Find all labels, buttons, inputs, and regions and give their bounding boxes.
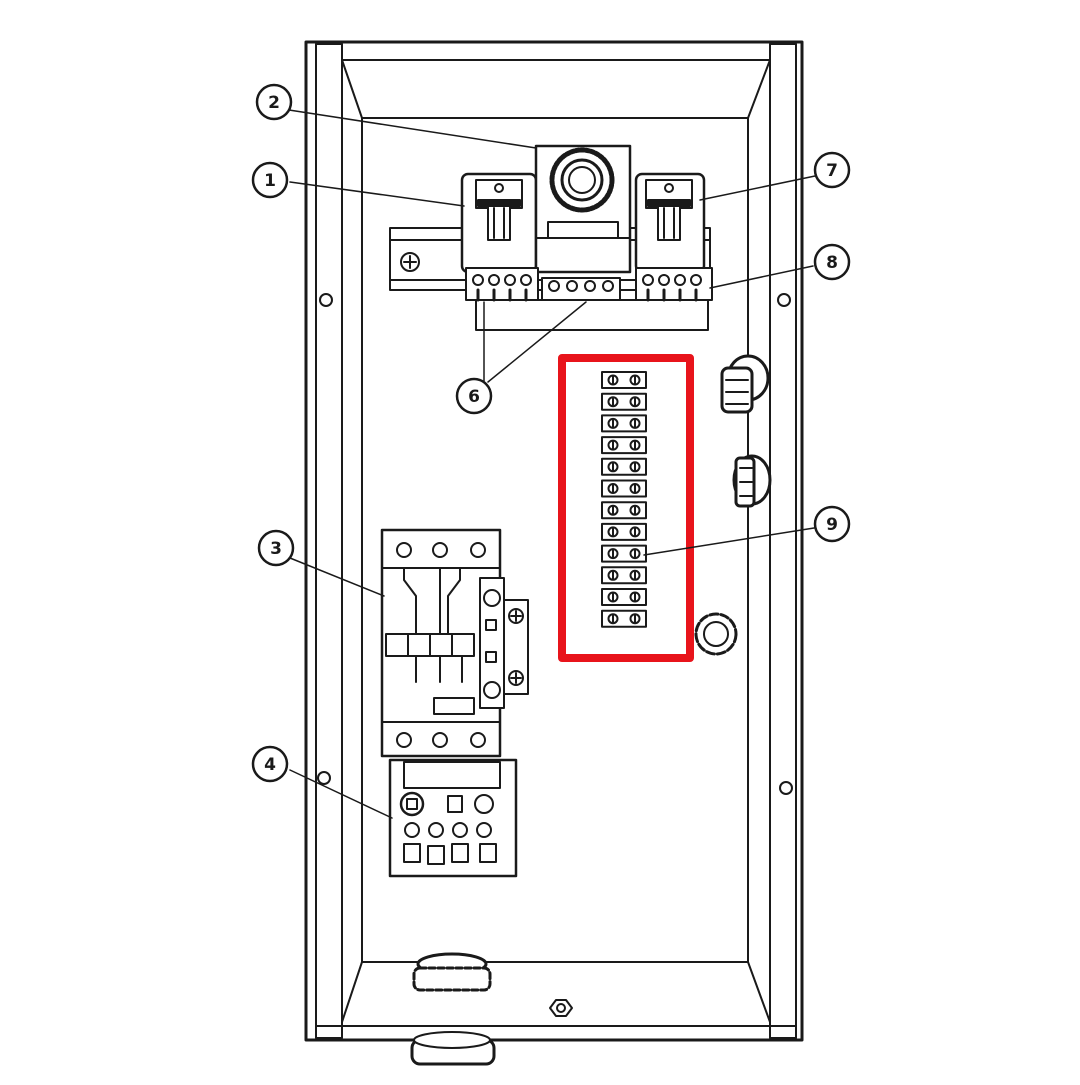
callout-label: 2 <box>268 93 280 113</box>
callout-label: 3 <box>270 539 282 559</box>
terminal-position <box>601 609 647 628</box>
callout-1: 1 <box>251 161 289 199</box>
rotary-timer <box>534 144 632 274</box>
callout-label: 9 <box>826 515 838 535</box>
terminal-position <box>601 566 647 585</box>
callouts: 1 2 3 4 6 7 8 9 <box>251 83 851 783</box>
contactor <box>380 528 529 758</box>
cable-gland-upper <box>720 354 770 414</box>
callout-label: 4 <box>264 755 276 775</box>
din-terminal-blocks <box>465 267 713 302</box>
callout-label: 1 <box>264 171 276 191</box>
bottom-gland-inner <box>412 952 492 992</box>
terminal-position <box>601 544 647 563</box>
terminal-position <box>601 392 647 411</box>
callout-label: 8 <box>826 253 838 273</box>
terminal-position <box>601 501 647 520</box>
terminal-position <box>601 436 647 455</box>
terminal-position <box>601 414 647 433</box>
callout-3: 3 <box>257 529 295 567</box>
terminal-strip <box>601 371 647 628</box>
aux-screw-icon <box>508 608 524 624</box>
cable-gland-middle <box>732 454 772 508</box>
leader-lines <box>288 109 816 819</box>
relay-right <box>634 172 706 274</box>
terminal-position <box>601 479 647 498</box>
callout-label: 6 <box>468 387 480 407</box>
terminal-position <box>601 457 647 476</box>
mounting-holes <box>317 293 793 795</box>
terminal-position <box>601 371 647 389</box>
aux-screw-icon <box>508 670 524 686</box>
callout-4: 4 <box>251 745 289 783</box>
callout-8: 8 <box>813 243 851 281</box>
terminal-position <box>601 588 647 606</box>
knockout-nut <box>694 612 738 656</box>
callout-9: 9 <box>813 505 851 543</box>
callout-7: 7 <box>813 151 851 189</box>
highlight-box <box>558 354 694 662</box>
terminal-position <box>601 522 647 541</box>
callout-label: 7 <box>826 161 838 181</box>
ground-screw-icon <box>549 999 573 1017</box>
callout-2: 2 <box>255 83 293 121</box>
bottom-gland-outer <box>410 1031 496 1066</box>
overload-relay <box>388 758 518 878</box>
rail-screw-icon <box>400 252 420 272</box>
relay-left <box>460 172 538 274</box>
callout-6: 6 <box>455 377 493 415</box>
